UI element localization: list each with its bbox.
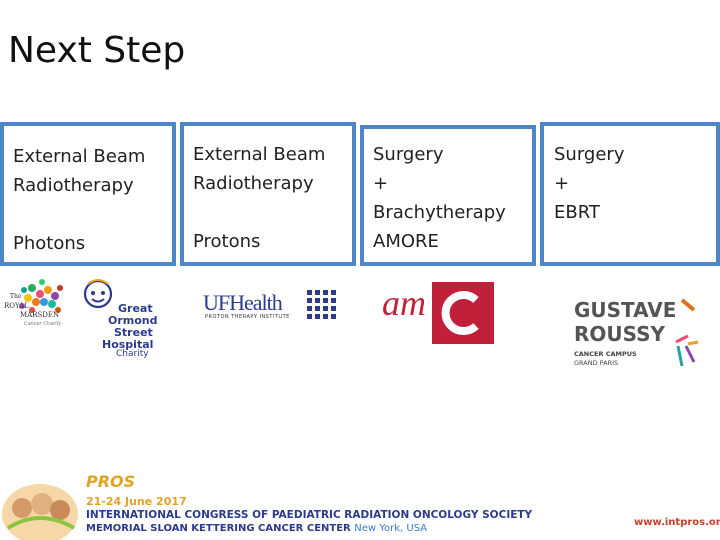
box-line: Surgery	[554, 144, 625, 165]
congress-name: INTERNATIONAL CONGRESS OF PAEDIATRIC RAD…	[86, 509, 533, 521]
msk-name: MEMORIAL SLOAN KETTERING CANCER CENTER	[86, 523, 351, 534]
gosh-logo: Great Ormond Street Hospital Charity	[80, 276, 160, 360]
box-line: Surgery	[373, 144, 444, 165]
gosh-great: Great	[118, 302, 153, 315]
gustave-roussy-logo: GUSTAVE ROUSSY CANCER CAMPUS GRAND PARIS	[574, 298, 700, 372]
option-box-photons: External Beam Radiotherapy Photons	[0, 122, 176, 266]
box-line: Radiotherapy	[193, 173, 314, 194]
msk-location: New York, USA	[354, 523, 428, 534]
gosh-hospital: Hospital	[102, 338, 154, 351]
box-line: Photons	[13, 233, 86, 254]
ufhealth-sub: PROTON THERAPY INSTITUTE	[205, 314, 290, 320]
gustave-line4: GRAND PARIS	[574, 359, 619, 367]
box-line: +	[554, 173, 570, 194]
pros-logo-text: PROS	[86, 472, 136, 491]
pros-url: www.intpros.org	[634, 517, 720, 528]
gosh-child-mark	[83, 279, 113, 309]
gustave-line1: GUSTAVE	[574, 298, 677, 322]
amc-c-mark	[432, 282, 494, 344]
gustave-line2: ROUSSY	[574, 322, 666, 346]
royal-marsden-marsden: MARSDEN	[20, 311, 60, 319]
gosh-ormond: Ormond	[108, 314, 158, 327]
option-box-protons: External Beam Radiotherapy Protons	[180, 122, 356, 266]
footer: PROS 21-24 June 2017 INTERNATIONAL CONGR…	[0, 468, 720, 540]
box-line: External Beam	[13, 146, 146, 167]
box-line: Brachytherapy	[373, 202, 506, 223]
ufhealth-name: UFHealth	[203, 290, 283, 315]
box-line: Radiotherapy	[13, 175, 134, 196]
royal-marsden-mark	[19, 279, 63, 313]
gosh-charity: Charity	[116, 349, 149, 359]
royal-marsden-charity: Cancer Charity	[24, 321, 62, 327]
amc-text: am	[382, 283, 426, 323]
ufhealth-logo: UFHealth PROTON THERAPY INSTITUTE	[203, 290, 343, 326]
option-box-ebrt: Surgery + EBRT	[540, 122, 720, 266]
box-line: AMORE	[373, 231, 439, 252]
box-line: EBRT	[554, 202, 600, 223]
amc-logo: am	[382, 282, 496, 344]
royal-marsden-royal: ROYAL	[4, 302, 29, 310]
box-line: +	[373, 173, 389, 194]
gosh-street: Street	[114, 326, 153, 339]
box-line: Protons	[193, 231, 261, 252]
pros-kids-photo-icon	[2, 484, 78, 540]
gustave-slash-mark	[675, 298, 699, 367]
gustave-line3: CANCER CAMPUS	[574, 350, 637, 358]
royal-marsden-logo: The ROYAL MARSDEN Cancer Charity	[2, 276, 78, 336]
congress-dates: 21-24 June 2017	[86, 495, 187, 508]
ufhealth-grid-icon	[307, 290, 336, 319]
box-line: External Beam	[193, 144, 326, 165]
royal-marsden-the: The	[10, 293, 22, 300]
msk-line: MEMORIAL SLOAN KETTERING CANCER CENTER N…	[86, 523, 427, 534]
option-box-brachytherapy: Surgery + Brachytherapy AMORE	[360, 125, 536, 266]
slide-title: Next Step	[8, 30, 186, 71]
